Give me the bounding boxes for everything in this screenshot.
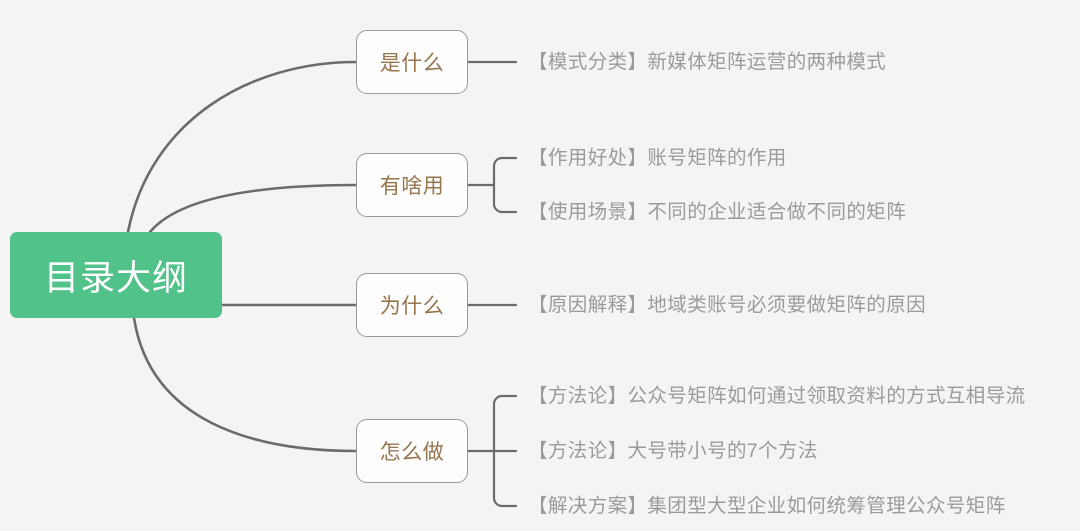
- branch-node-3-label: 为什么: [379, 295, 445, 318]
- branch-node-4-label: 怎么做: [379, 441, 445, 464]
- leaf-node-3-1-label: 【原因解释】地域类账号必须要做矩阵的原因: [528, 294, 927, 316]
- branch-node-1-label: 是什么: [379, 52, 445, 75]
- root-node[interactable]: 目录大纲: [10, 232, 222, 318]
- branch-node-3[interactable]: 为什么: [356, 273, 468, 337]
- edge-root-to-branch-1: [126, 60, 358, 234]
- leaf-node-4-3[interactable]: 【解决方案】集团型大型企业如何统筹管理公众号矩阵: [528, 495, 1006, 517]
- branch-node-2-label: 有啥用: [379, 175, 445, 198]
- branch-node-1[interactable]: 是什么: [356, 30, 468, 94]
- leaf-node-2-2-label: 【使用场景】不同的企业适合做不同的矩阵: [528, 201, 907, 223]
- leaf-node-2-1-label: 【作用好处】账号矩阵的作用: [528, 147, 787, 169]
- leaf-node-1-1-label: 【模式分类】新媒体矩阵运营的两种模式: [528, 51, 887, 73]
- leaf-node-3-1[interactable]: 【原因解释】地域类账号必须要做矩阵的原因: [528, 294, 927, 316]
- leaf-node-2-1[interactable]: 【作用好处】账号矩阵的作用: [528, 147, 787, 169]
- leaf-node-4-2[interactable]: 【方法论】大号带小号的7个方法: [528, 440, 818, 462]
- leaf-node-4-1[interactable]: 【方法论】公众号矩阵如何通过领取资料的方式互相导流: [528, 385, 1026, 407]
- leaf-node-4-1-label: 【方法论】公众号矩阵如何通过领取资料的方式互相导流: [528, 385, 1026, 407]
- edge-root-to-branch-4: [132, 316, 358, 453]
- leaf-node-4-3-label: 【解决方案】集团型大型企业如何统筹管理公众号矩阵: [528, 495, 1006, 517]
- branch-node-4[interactable]: 怎么做: [356, 419, 468, 483]
- leaf-node-2-2[interactable]: 【使用场景】不同的企业适合做不同的矩阵: [528, 201, 907, 223]
- edge-branch-4-bracket: [492, 394, 518, 508]
- leaf-node-1-1[interactable]: 【模式分类】新媒体矩阵运营的两种模式: [528, 51, 887, 73]
- branch-node-2[interactable]: 有啥用: [356, 153, 468, 217]
- edge-root-to-branch-2: [148, 183, 358, 234]
- edge-branch-2-bracket: [492, 156, 518, 214]
- leaf-node-4-2-label: 【方法论】大号带小号的7个方法: [528, 440, 818, 462]
- root-node-label: 目录大纲: [43, 258, 188, 298]
